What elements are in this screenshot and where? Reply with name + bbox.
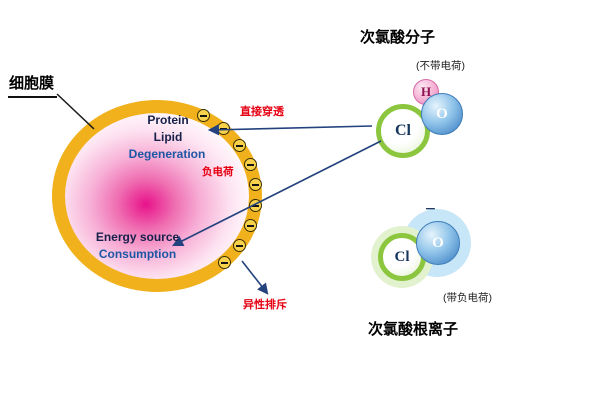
ion-chlorine-atom-label: Cl	[394, 248, 410, 265]
repulsion-label: 异性排斥	[243, 299, 287, 311]
clo-ion-title: 次氯酸根离子	[368, 321, 459, 338]
hclo-molecule-title: 次氯酸分子	[360, 29, 436, 46]
lipid-label: Lipid	[153, 130, 183, 144]
penetration-arrow	[207, 124, 373, 136]
repulsion-arrow	[241, 260, 269, 295]
degeneration-label: Degeneration	[128, 147, 206, 161]
cell-membrane-label: 细胞膜	[8, 72, 58, 98]
ion-oxygen-atom-label: O	[432, 234, 444, 251]
hydrogen-atom-label: H	[420, 84, 432, 99]
negative-charge-label: 负电荷	[202, 166, 234, 178]
consumption-label: Consumption	[98, 247, 177, 261]
negative-charge-icon	[233, 139, 246, 152]
penetration-arrow-2	[171, 140, 382, 247]
negative-charge-icon	[233, 239, 246, 252]
chlorine-atom-label: Cl	[395, 122, 411, 139]
membrane-pointer-line	[56, 93, 95, 130]
ion-oxygen-atom-icon: O	[416, 221, 460, 265]
negative-charge-icon	[197, 109, 210, 122]
negative-charge-icon	[244, 158, 257, 171]
negative-charge-icon	[249, 178, 262, 191]
energy-source-label: Energy source	[95, 230, 180, 244]
protein-label: Protein	[147, 113, 189, 127]
oxygen-atom-label: O	[436, 105, 448, 122]
negative-charge-icon	[244, 219, 257, 232]
clo-charge-note: (带负电荷)	[443, 292, 492, 304]
oxygen-atom-icon: O	[421, 93, 463, 135]
ion-minus-sign: −	[425, 199, 436, 220]
negative-charge-icon	[218, 256, 231, 269]
hclo-charge-note: (不带电荷)	[416, 60, 465, 72]
direct-penetration-label: 直接穿透	[240, 106, 284, 118]
